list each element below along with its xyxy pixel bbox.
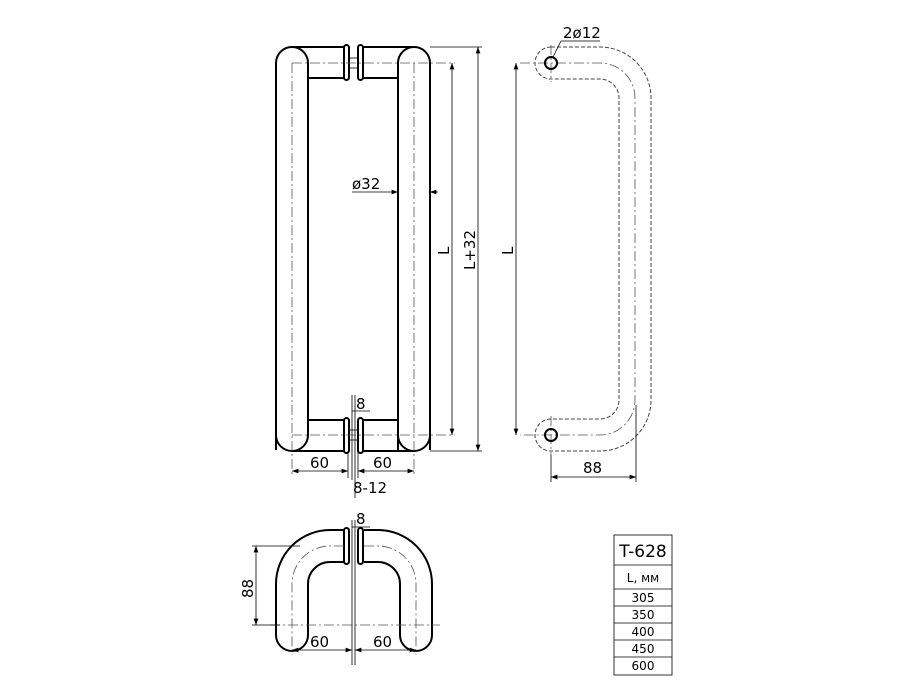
table-row: 350 — [632, 608, 655, 622]
top-dim-right-offset: 60 — [373, 633, 392, 651]
dim-diameter: ø32 — [352, 175, 380, 193]
dim-rosette: 8 — [356, 395, 366, 413]
dim-right-offset: 60 — [373, 454, 392, 472]
dim-length: L — [435, 246, 453, 255]
top-view: 8 88 60 60 — [239, 510, 440, 665]
bottom-connector — [292, 417, 414, 454]
top-dim-left-offset: 60 — [310, 633, 329, 651]
table-row: 600 — [632, 659, 655, 673]
dim-gap: 8-12 — [353, 479, 387, 497]
right-tube — [397, 46, 431, 452]
top-dim-depth: 88 — [239, 579, 257, 598]
side-dim-length: L — [499, 246, 517, 255]
front-view: L L+32 ø32 8 60 60 8-12 — [275, 44, 482, 498]
dim-left-offset: 60 — [310, 454, 329, 472]
table-row: 400 — [632, 625, 655, 639]
left-tube — [275, 46, 309, 452]
mount-hole-top — [544, 56, 558, 70]
top-dim-rosette: 8 — [356, 510, 366, 528]
mount-hole-bottom — [544, 428, 558, 442]
table-row: 450 — [632, 642, 655, 656]
side-view: L 2ø12 88 — [499, 24, 652, 482]
table-model: T-628 — [618, 542, 666, 562]
dim-holes: 2ø12 — [563, 24, 601, 42]
table-row: 305 — [632, 591, 655, 605]
table-header: L, мм — [627, 571, 659, 585]
size-table: T-628 L, мм 305 350 400 450 600 — [613, 534, 673, 676]
top-connector — [292, 44, 414, 81]
side-dim-depth: 88 — [583, 459, 602, 477]
dim-length-total: L+32 — [461, 230, 479, 270]
